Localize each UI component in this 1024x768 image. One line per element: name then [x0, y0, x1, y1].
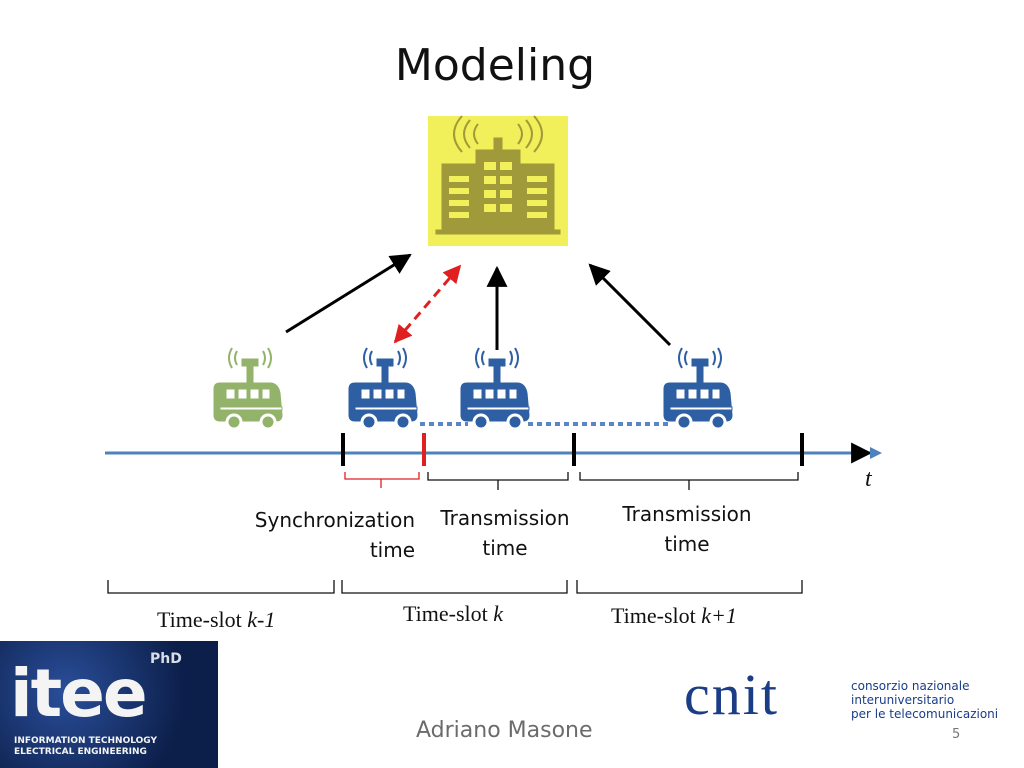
itee-phd-badge: PhD	[150, 651, 182, 667]
slide-title: Modeling	[394, 40, 596, 91]
vehicle-icon-transmit-k	[459, 346, 531, 431]
transmission1-line1: Transmission	[440, 506, 570, 530]
slot-boundaries	[341, 433, 804, 466]
axis-label-t: t	[865, 466, 872, 492]
transmission2-line1: Transmission	[622, 502, 752, 526]
timeslot-label-k-1: Time-slot k-1	[157, 607, 276, 632]
vehicle-icon-transmit-k1	[662, 346, 734, 431]
uplink-arrow-idle	[285, 253, 412, 334]
itee-subtitle: INFORMATION TECHNOLOGY ELECTRICAL ENGINE…	[14, 736, 157, 758]
cnit-wordmark: cnit	[684, 662, 779, 727]
itee-subtitle-line1: INFORMATION TECHNOLOGY	[14, 736, 158, 746]
transmission2-line2: time	[664, 532, 710, 556]
cnit-description: consorzio nazionale interuniversitario p…	[851, 679, 998, 721]
sync-label-line2: time	[369, 538, 415, 562]
author-name: Adriano Masone	[416, 718, 593, 743]
page-number: 5	[952, 727, 961, 742]
transmission-time-label-1: Transmission time	[430, 503, 580, 563]
cnit-line2: interuniversitario	[851, 693, 955, 707]
timeslot-brackets	[107, 580, 803, 594]
sync-label-line1: Synchronization	[254, 508, 415, 532]
uplink-arrow-k1	[588, 263, 672, 347]
itee-wordmark: itee	[10, 655, 148, 732]
vehicle-icon-idle	[212, 346, 284, 431]
cnit-line1: consorzio nazionale	[851, 679, 970, 693]
cnit-line3: per le telecomunicazioni	[851, 707, 999, 721]
itee-logo: PhD itee INFORMATION TECHNOLOGY ELECTRIC…	[0, 641, 218, 768]
timeslot-label-k: Time-slot k	[403, 601, 504, 626]
transmission-time-label-2: Transmission time	[612, 499, 762, 559]
transmission1-line2: time	[482, 536, 528, 560]
sync-arrow	[393, 264, 462, 344]
sync-time-label: Synchronization time	[240, 505, 415, 565]
vehicle-icon-sync	[347, 346, 419, 431]
timeslot-label-k1: Time-slot k+1	[611, 603, 737, 628]
interval-braces	[344, 472, 799, 490]
timeslot-diagram	[105, 115, 882, 594]
itee-subtitle-line2: ELECTRICAL ENGINEERING	[14, 747, 147, 757]
server-icon	[428, 115, 568, 246]
